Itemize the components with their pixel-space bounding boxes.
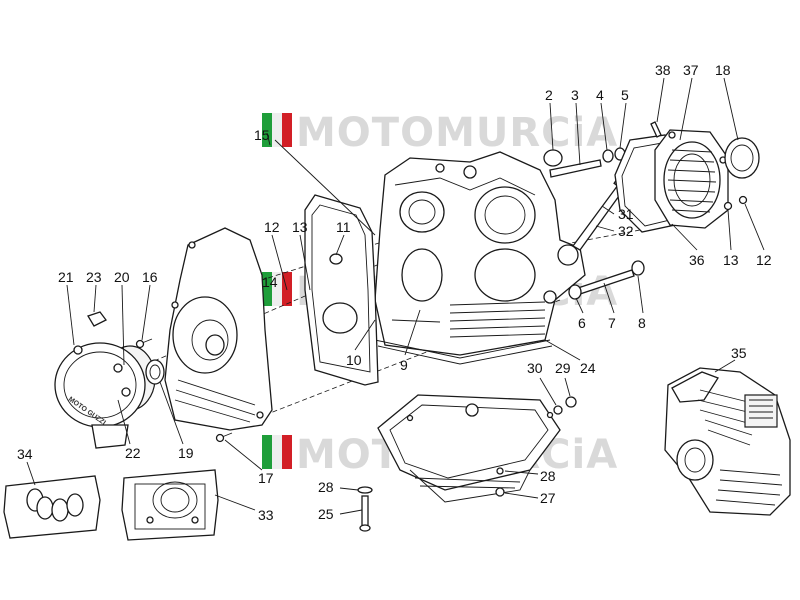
flag-green-stripe bbox=[262, 435, 272, 469]
callout-17: 17 bbox=[258, 470, 274, 486]
callout-28-left: 28 bbox=[318, 479, 334, 495]
callout-30: 30 bbox=[527, 360, 543, 376]
flag-white-stripe bbox=[272, 113, 282, 147]
callout-18: 18 bbox=[715, 62, 731, 78]
engine-thumbnail bbox=[664, 367, 791, 516]
callout-34: 34 bbox=[17, 446, 33, 462]
rear-cover bbox=[654, 129, 729, 229]
timing-cover bbox=[164, 227, 273, 431]
bracket-23 bbox=[87, 311, 107, 327]
generator-cover: MOTO GUZZI bbox=[54, 342, 156, 449]
crankcase bbox=[374, 151, 586, 356]
callout-9: 9 bbox=[400, 357, 408, 373]
bolt-27 bbox=[495, 487, 505, 497]
bolt-12-right bbox=[738, 195, 748, 205]
seal-20 bbox=[145, 359, 165, 385]
callout-16: 16 bbox=[142, 269, 158, 285]
flag-green-stripe bbox=[262, 113, 272, 147]
callout-22: 22 bbox=[125, 445, 141, 461]
callout-3: 3 bbox=[571, 87, 579, 103]
timing-gasket bbox=[304, 194, 379, 386]
callout-31: 31 bbox=[618, 206, 634, 222]
callout-15: 15 bbox=[254, 127, 270, 143]
callout-35: 35 bbox=[731, 345, 747, 361]
callout-13-left: 13 bbox=[292, 219, 308, 235]
drain-screw-25 bbox=[357, 486, 373, 532]
sump-gasket bbox=[374, 339, 553, 365]
callout-5: 5 bbox=[621, 87, 629, 103]
callout-labels: 2 3 4 5 38 37 18 31 32 36 13 12 15 12 13… bbox=[17, 62, 772, 523]
seal-18 bbox=[724, 137, 760, 179]
callout-37: 37 bbox=[683, 62, 699, 78]
callout-13-right: 13 bbox=[723, 252, 739, 268]
callout-12-right: 12 bbox=[756, 252, 772, 268]
callout-38: 38 bbox=[655, 62, 671, 78]
bolt-17 bbox=[215, 432, 233, 443]
callout-21: 21 bbox=[58, 269, 74, 285]
flag-red-stripe bbox=[282, 435, 292, 469]
gasket-kit-34 bbox=[3, 475, 101, 539]
bolt-29 bbox=[565, 396, 577, 408]
callout-25: 25 bbox=[318, 506, 334, 522]
callout-27: 27 bbox=[540, 490, 556, 506]
leader-lines bbox=[26, 77, 765, 515]
nut-4 bbox=[602, 149, 614, 163]
washer-30 bbox=[553, 405, 563, 415]
plug-2 bbox=[543, 149, 563, 167]
flag-white-stripe bbox=[272, 435, 282, 469]
bolt-16 bbox=[135, 338, 153, 349]
washer-28 bbox=[496, 467, 504, 475]
callout-29: 29 bbox=[555, 360, 571, 376]
flag-green-stripe bbox=[262, 272, 272, 306]
watermark-top: MOTOMURCiA bbox=[262, 110, 618, 156]
callout-4: 4 bbox=[596, 87, 604, 103]
callout-23: 23 bbox=[86, 269, 102, 285]
nut-6 bbox=[568, 284, 582, 300]
callout-2: 2 bbox=[545, 87, 553, 103]
callout-12-left: 12 bbox=[264, 219, 280, 235]
callout-7: 7 bbox=[608, 315, 616, 331]
callout-33: 33 bbox=[258, 507, 274, 523]
oil-sump bbox=[377, 394, 561, 503]
stud-3 bbox=[549, 159, 602, 178]
callout-28-right: 28 bbox=[540, 468, 556, 484]
callout-20: 20 bbox=[114, 269, 130, 285]
callout-32: 32 bbox=[618, 223, 634, 239]
bolt-13-right bbox=[723, 201, 733, 211]
plug-11 bbox=[329, 253, 343, 265]
callout-14: 14 bbox=[262, 274, 278, 290]
screw-38 bbox=[650, 121, 662, 138]
flag-white-stripe bbox=[272, 272, 282, 306]
callout-11: 11 bbox=[336, 219, 351, 235]
watermark-text: MOTOMURCiA bbox=[296, 110, 618, 156]
plug-8 bbox=[631, 260, 645, 276]
callout-36: 36 bbox=[689, 252, 705, 268]
flag-red-stripe bbox=[282, 113, 292, 147]
callout-8: 8 bbox=[638, 315, 646, 331]
gasket-kit-33 bbox=[121, 469, 219, 541]
oil-seal bbox=[322, 302, 358, 334]
callout-10: 10 bbox=[346, 352, 362, 368]
callout-24: 24 bbox=[580, 360, 596, 376]
callout-6: 6 bbox=[578, 315, 586, 331]
callout-19: 19 bbox=[178, 445, 194, 461]
